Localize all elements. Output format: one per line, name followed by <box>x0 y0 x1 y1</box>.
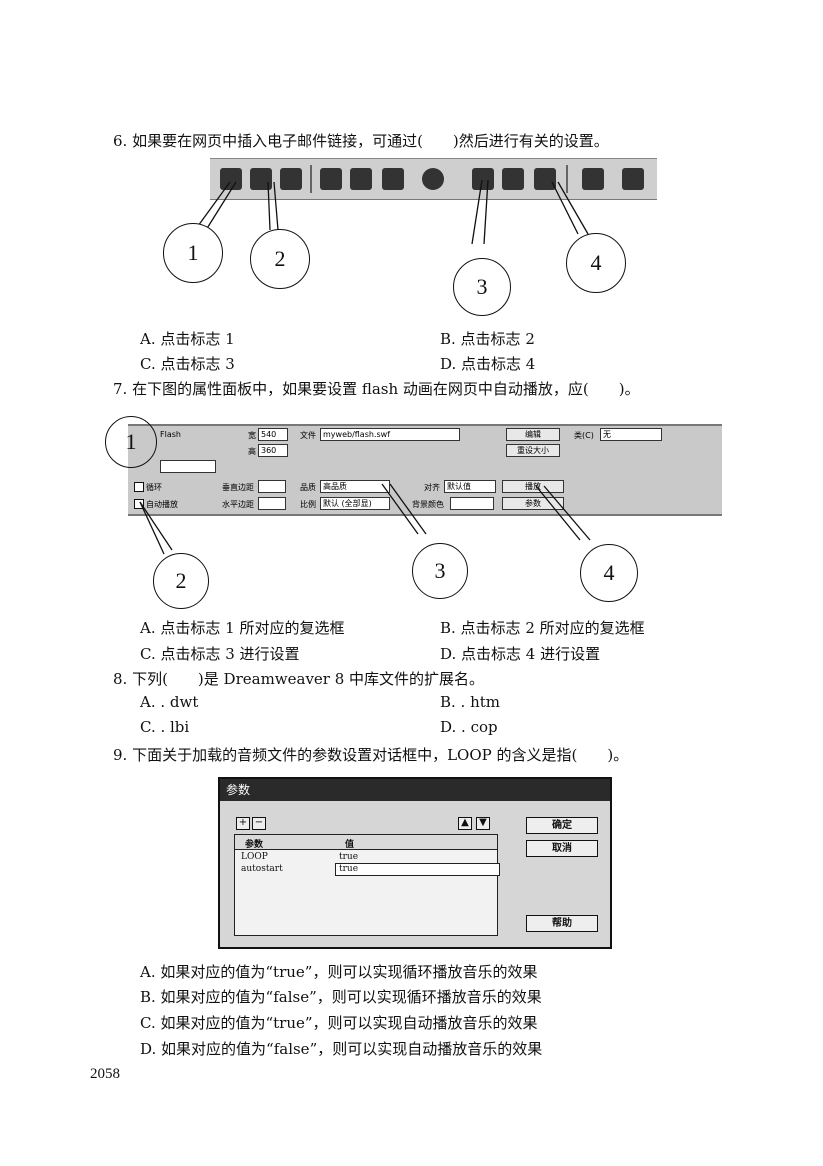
comment-icon <box>502 168 524 190</box>
q8-option-d: D. . cop <box>440 718 498 736</box>
toolbar-separator <box>310 165 312 193</box>
q8-option-a: A. . dwt <box>140 693 199 711</box>
width-field[interactable]: 540 <box>258 428 288 441</box>
param-row-1-value-input[interactable]: true <box>335 863 500 876</box>
bgcolor-field[interactable] <box>450 497 494 510</box>
q6-callout-1: 1 <box>163 223 223 283</box>
q7-option-b: B. 点击标志 2 所对应的复选框 <box>440 619 645 637</box>
file-field[interactable]: myweb/flash.swf <box>320 428 460 441</box>
q7-option-d: D. 点击标志 4 进行设置 <box>440 645 601 663</box>
scale-select[interactable]: 默认 (全部显) <box>320 497 390 510</box>
q6-callout-3: 3 <box>453 258 511 316</box>
q6-callout-2: 2 <box>250 229 310 289</box>
q9-option-d: D. 如果对应的值为“false”，则可以实现自动播放音乐的效果 <box>140 1040 543 1058</box>
vspace-field[interactable] <box>258 480 286 493</box>
flash-property-panel: Flash 宽 540 高 360 文件 myweb/flash.swf 编辑 … <box>128 424 722 516</box>
parameters-dialog: 参数 + − ▲ ▼ 参数 值 LOOP true autostart true… <box>218 777 612 949</box>
q7-callout-4: 4 <box>580 544 638 602</box>
loop-label: 循环 <box>146 483 162 492</box>
q9-option-a: A. 如果对应的值为“true”，则可以实现循环播放音乐的效果 <box>140 963 538 981</box>
table-icon <box>320 168 342 190</box>
params-list: 参数 值 LOOP true autostart true <box>234 834 500 936</box>
class-select[interactable]: 无 <box>600 428 662 441</box>
autoplay-checkbox[interactable] <box>134 499 144 509</box>
tag-chooser-icon <box>582 168 604 190</box>
scale-label: 比例 <box>300 500 316 509</box>
height-field[interactable]: 360 <box>258 444 288 457</box>
play-button[interactable]: 播放 <box>502 480 564 493</box>
date-icon <box>472 168 494 190</box>
email-link-icon <box>250 168 272 190</box>
q8-option-c: C. . lbi <box>140 718 190 736</box>
align-label: 对齐 <box>424 483 440 492</box>
q6-option-b: B. 点击标志 2 <box>440 330 535 348</box>
snippet-icon <box>622 168 644 190</box>
q9-option-c: C. 如果对应的值为“true”，则可以实现自动播放音乐的效果 <box>140 1014 538 1032</box>
hspace-field[interactable] <box>258 497 286 510</box>
q7-option-a: A. 点击标志 1 所对应的复选框 <box>140 619 345 637</box>
anchor-icon <box>280 168 302 190</box>
q9-option-b: B. 如果对应的值为“false”，则可以实现循环播放音乐的效果 <box>140 988 542 1006</box>
remove-param-icon[interactable]: − <box>252 817 266 830</box>
reset-size-button[interactable]: 重设大小 <box>506 444 560 457</box>
q7-callout-1: 1 <box>105 416 157 468</box>
q6-callout-lines <box>197 179 589 245</box>
param-row-0-value[interactable]: true <box>339 852 359 862</box>
q6-option-c: C. 点击标志 3 <box>140 355 235 373</box>
layer-icon <box>350 168 372 190</box>
col-param-header: 参数 <box>245 840 264 850</box>
q6-option-d: D. 点击标志 4 <box>440 355 536 373</box>
question-9-stem: 9. 下面关于加载的音频文件的参数设置对话框中，LOOP 的含义是指( )。 <box>113 746 629 764</box>
question-6-stem: 6. 如果要在网页中插入电子邮件链接，可通过( )然后进行有关的设置。 <box>113 132 609 150</box>
q7-callout-3: 3 <box>412 543 468 599</box>
hspace-label: 水平边距 <box>222 500 254 509</box>
question-7-stem: 7. 在下图的属性面板中，如果要设置 flash 动画在网页中自动播放，应( )… <box>113 380 640 398</box>
template-icon <box>534 168 556 190</box>
cancel-button[interactable]: 取消 <box>526 840 598 857</box>
hyperlink-icon <box>220 168 242 190</box>
params-header: 参数 值 <box>235 835 497 850</box>
col-value-header: 值 <box>345 840 355 850</box>
dialog-title: 参数 <box>220 779 610 801</box>
ok-button[interactable]: 确定 <box>526 817 598 834</box>
param-row-0-name[interactable]: LOOP <box>241 852 268 862</box>
media-icon <box>422 168 444 190</box>
class-label: 类(C) <box>574 431 594 440</box>
file-label: 文件 <box>300 431 316 440</box>
q8-option-b: B. . htm <box>440 693 501 711</box>
vspace-label: 垂直边距 <box>222 483 254 492</box>
q7-option-c: C. 点击标志 3 进行设置 <box>140 645 300 663</box>
panel-name-field[interactable] <box>160 460 216 473</box>
move-down-icon[interactable]: ▼ <box>476 817 490 830</box>
q6-callout-4: 4 <box>566 233 626 293</box>
autoplay-label: 自动播放 <box>146 500 178 509</box>
toolbar-separator <box>566 165 568 193</box>
q7-callout-2: 2 <box>153 553 209 609</box>
move-up-icon[interactable]: ▲ <box>458 817 472 830</box>
page-number: 2058 <box>90 1066 120 1082</box>
image-icon <box>382 168 404 190</box>
edit-button[interactable]: 编辑 <box>506 428 560 441</box>
loop-checkbox[interactable] <box>134 482 144 492</box>
q6-option-a: A. 点击标志 1 <box>140 330 235 348</box>
width-label: 宽 <box>248 431 256 440</box>
param-row-1-name[interactable]: autostart <box>241 864 283 874</box>
panel-name-label: Flash <box>160 430 181 439</box>
height-label: 高 <box>248 447 256 456</box>
q7-callout-lines <box>139 483 591 555</box>
align-select[interactable]: 默认值 <box>444 480 496 493</box>
bgcolor-label: 背景颜色 <box>412 500 444 509</box>
add-param-icon[interactable]: + <box>236 817 250 830</box>
insert-toolbar <box>210 158 657 200</box>
question-8-stem: 8. 下列( )是 Dreamweaver 8 中库文件的扩展名。 <box>113 670 485 688</box>
params-button[interactable]: 参数 <box>502 497 564 510</box>
quality-select[interactable]: 高品质 <box>320 480 390 493</box>
quality-label: 品质 <box>300 483 316 492</box>
help-button[interactable]: 帮助 <box>526 915 598 932</box>
